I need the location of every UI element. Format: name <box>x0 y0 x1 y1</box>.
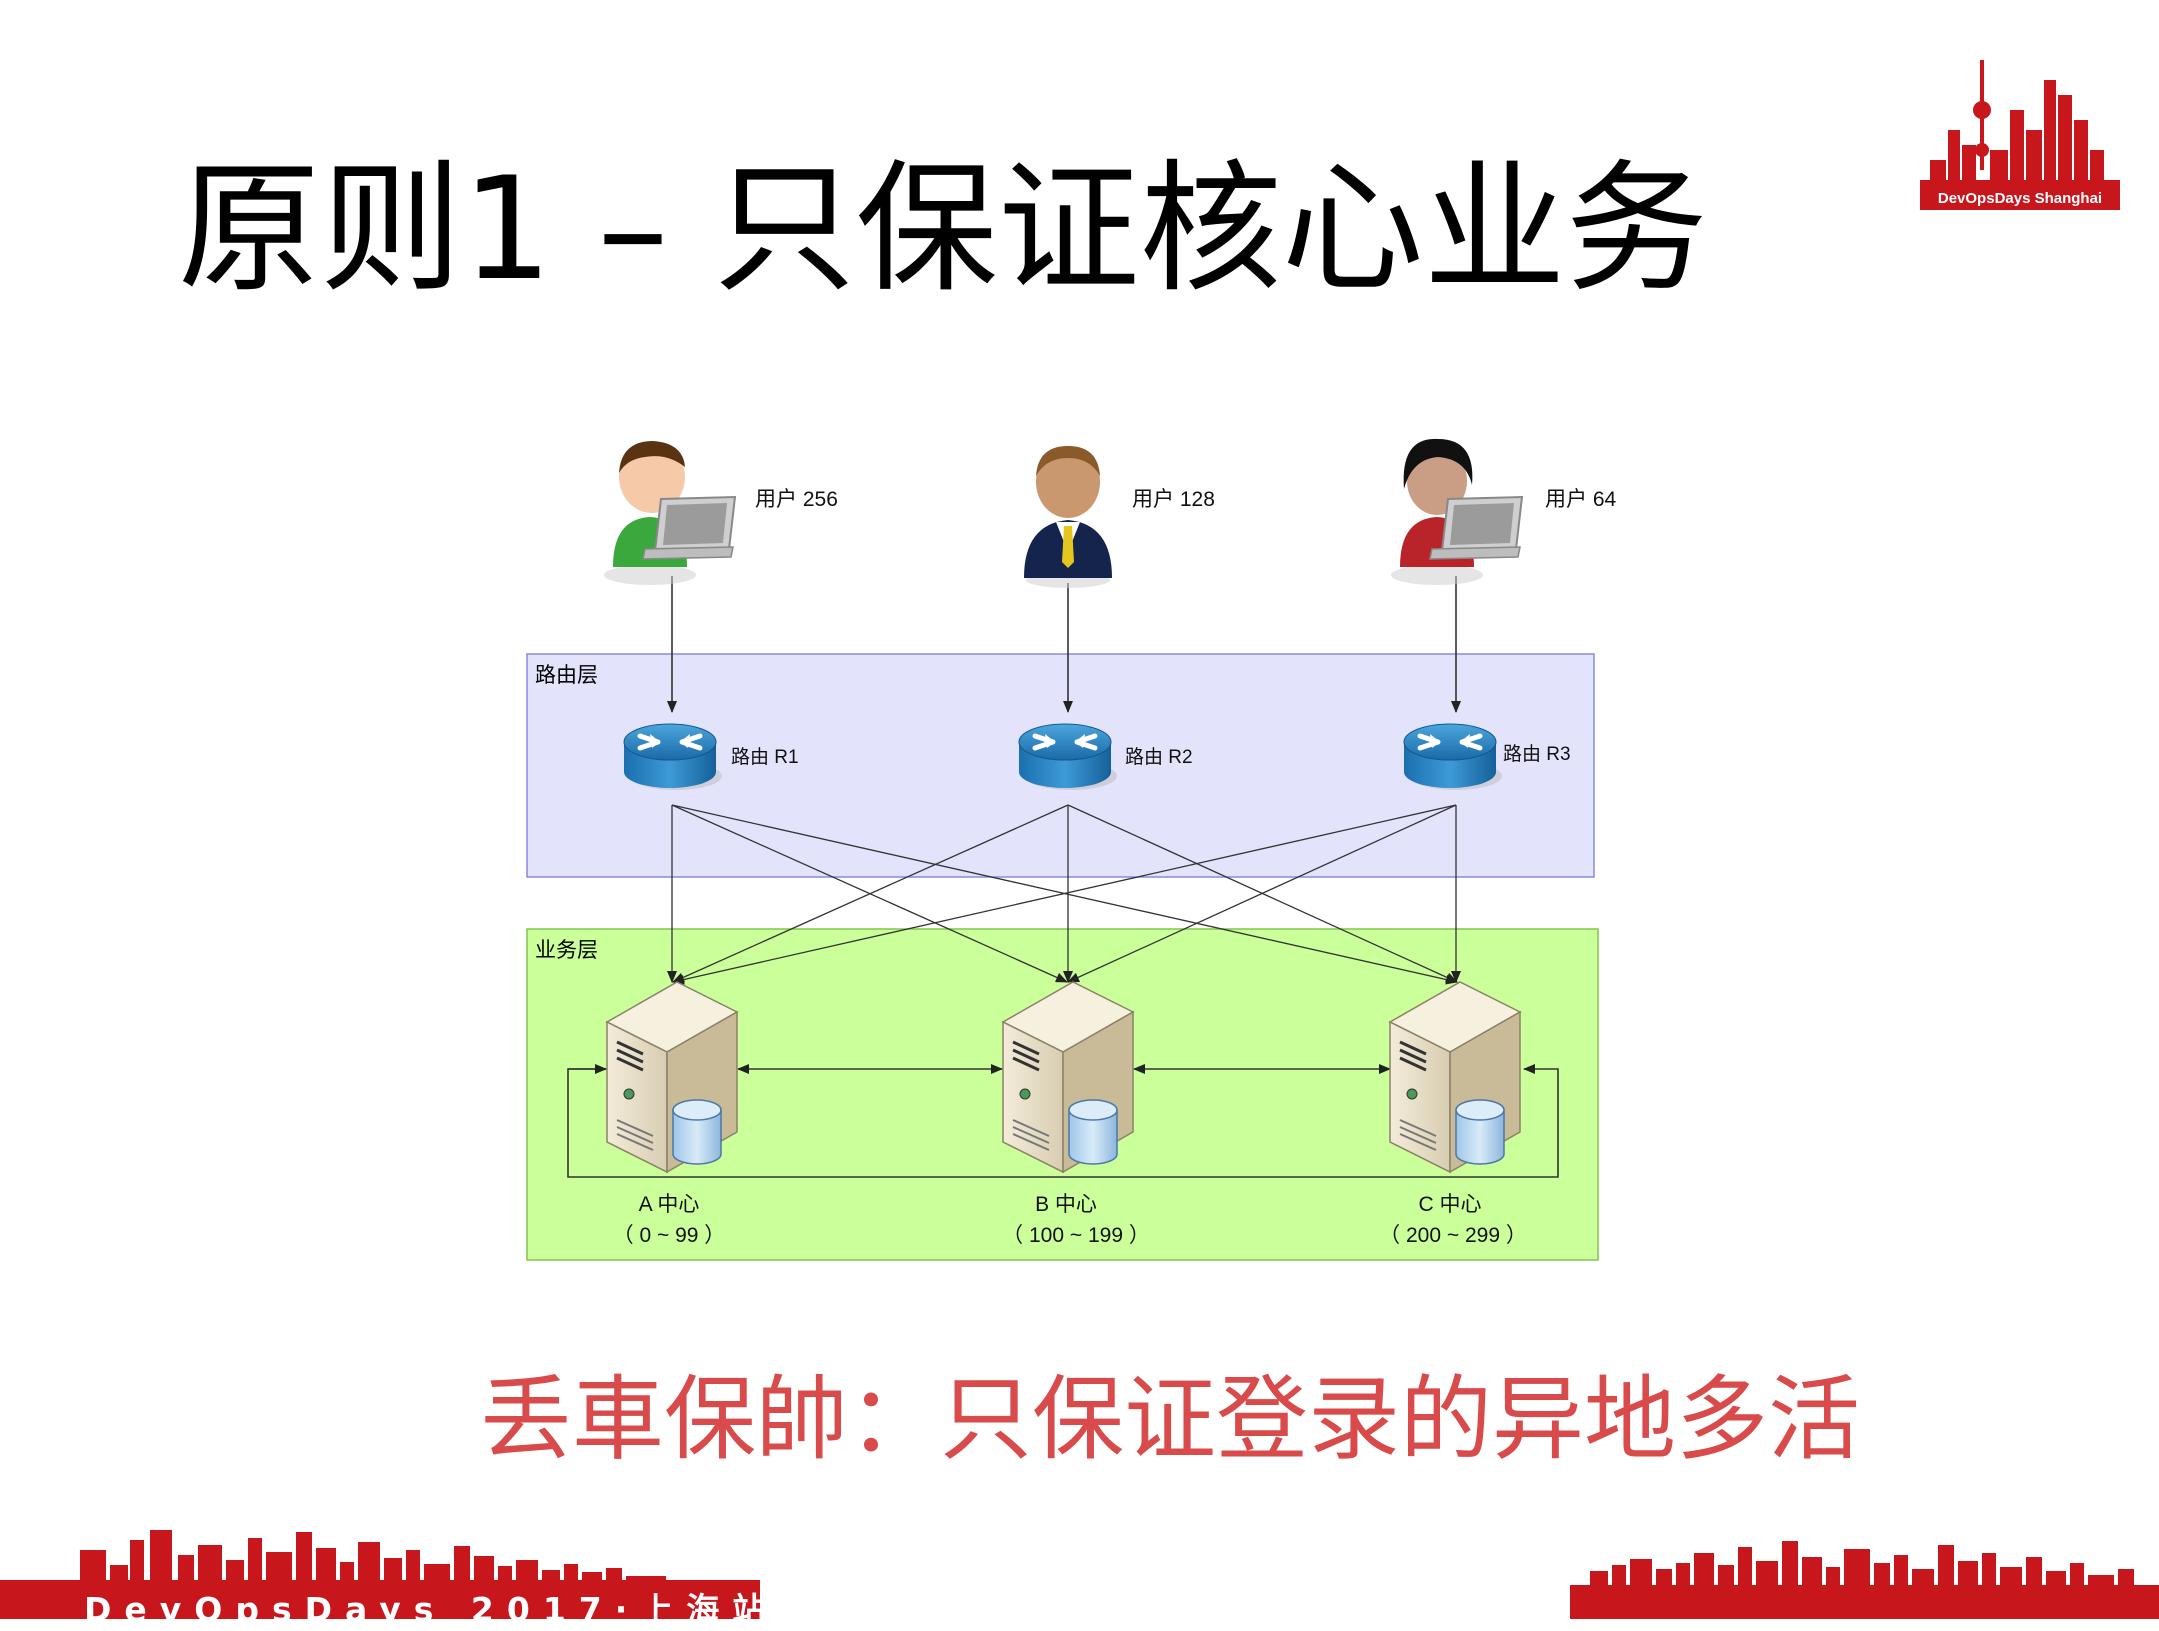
business-layer-label: 业务层 <box>535 939 598 962</box>
user-1-label: 用户 256 <box>755 488 838 511</box>
router-r3-label: 路由 R3 <box>1503 743 1571 765</box>
center-b-range: （ 100 ~ 199 ） <box>1002 1224 1150 1247</box>
user-laptop-red-icon <box>1391 438 1524 585</box>
user-router-links <box>667 576 1461 713</box>
user-3 <box>1391 438 1524 585</box>
logo-text: DevOpsDays Shanghai <box>1938 190 2102 207</box>
database-icon <box>1455 1099 1505 1165</box>
center-b-server <box>1001 980 1135 1174</box>
router-r2 <box>1019 724 1117 790</box>
center-a-name: A 中心 <box>639 1193 700 1216</box>
link-r3-b <box>1067 804 1457 983</box>
slide-title: 原则1 – 只保证核心业务 <box>178 147 1708 312</box>
router-r1-label: 路由 R1 <box>731 746 799 768</box>
server-sync-links <box>567 1064 1559 1178</box>
center-c-range: （ 200 ~ 299 ） <box>1379 1224 1527 1247</box>
center-a-range: （ 0 ~ 99 ） <box>613 1224 726 1247</box>
footer-skyline-left <box>0 1530 760 1619</box>
router-icon <box>1019 724 1117 790</box>
database-icon <box>1068 1099 1118 1165</box>
link-r3-a <box>672 804 1457 985</box>
user-1 <box>604 441 737 585</box>
user-2 <box>1024 446 1112 588</box>
router-r3 <box>1404 724 1502 790</box>
router-r1 <box>624 724 722 790</box>
user-businessman-icon <box>1024 446 1112 588</box>
user-3-label: 用户 64 <box>1545 488 1617 511</box>
devopsdays-shanghai-logo: DevOpsDays Shanghai <box>1920 60 2120 210</box>
router-server-links <box>667 804 1461 985</box>
center-c-name: C 中心 <box>1419 1193 1482 1216</box>
link-r2-a <box>672 804 1069 983</box>
center-a-server <box>605 980 739 1174</box>
center-b-name: B 中心 <box>1035 1193 1097 1216</box>
router-icon <box>624 724 722 790</box>
slide-subtitle: 丢車保帥：只保证登录的异地多活 <box>480 1366 1861 1473</box>
center-c-server <box>1388 980 1522 1174</box>
footer-skyline-right <box>1570 1541 2159 1619</box>
router-r2-label: 路由 R2 <box>1125 746 1193 768</box>
routing-layer-label: 路由层 <box>535 664 598 687</box>
database-icon <box>672 1099 722 1165</box>
user-laptop-green-icon <box>604 441 737 585</box>
router-icon <box>1404 724 1502 790</box>
user-2-label: 用户 128 <box>1132 488 1215 511</box>
footer-text: DevOpsDays 2017·上海站 <box>84 1590 779 1629</box>
